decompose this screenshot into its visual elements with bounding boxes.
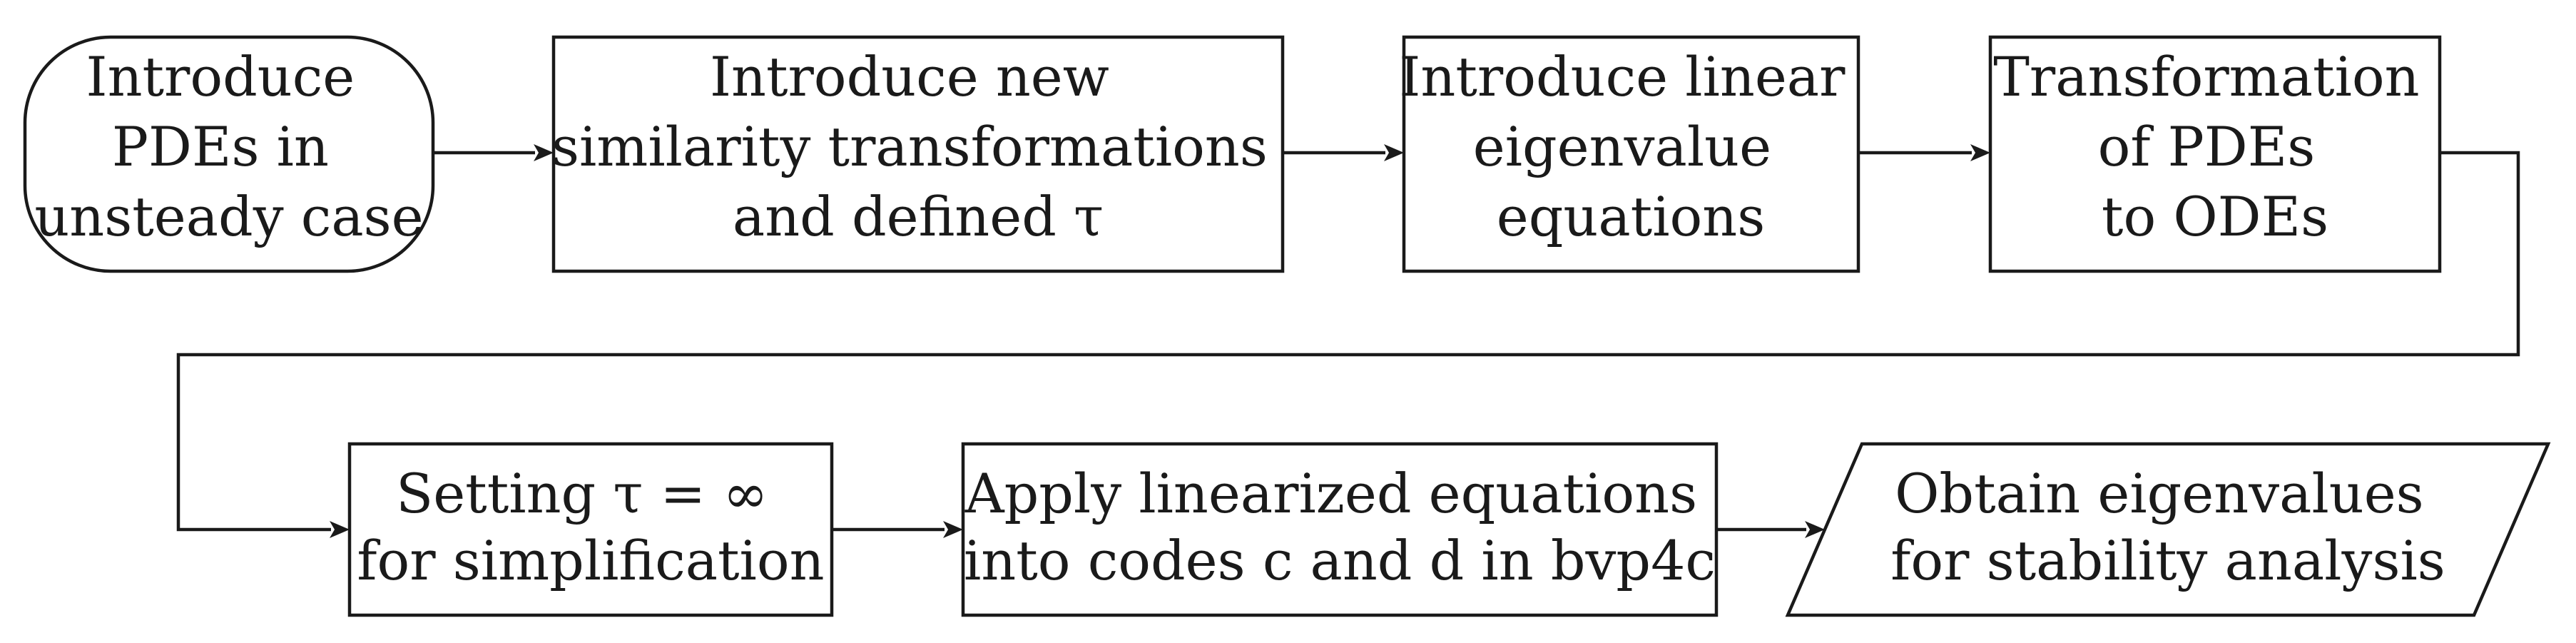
connector-apply-to-obtain [1716,521,1825,538]
svg-text:Transformation of PDEs: Transformation of PDEs to ODEs [1993,45,2437,248]
eigen-line-1: Introduce linear [1399,45,1846,108]
svg-text:Introduce linear eigenva: Introduce linear eigenvalue equations [1399,45,1862,248]
arrowhead-icon [943,521,963,538]
node-setting-tau: Setting τ = ∞ for simplification [347,442,834,617]
obtain-line-2: for stability analysis [1890,529,2445,592]
eigen-line-3: equations [1497,185,1765,248]
connector-similarity-to-eigen [1283,144,1404,161]
node-transformation: Transformation of PDEs to ODEs [1988,35,2442,273]
arrowhead-icon [534,144,554,161]
node-obtain-eigenvalues: Obtain eigenvalues for stability analysi… [1785,442,2551,617]
node-introduce-pdes: Introduce PDEs in unsteady case [23,35,435,273]
setting-line-2: for simplification [357,529,824,592]
start-line-2: PDEs in [112,115,329,178]
connector-transform-to-setting [176,151,2520,538]
apply-box [961,442,1719,617]
svg-text:Obtain eigenvalues for s: Obtain eigenvalues for stability analysi… [1890,462,2445,592]
start-line-1: Introduce [86,45,355,108]
apply-line-1: Apply linearized equations [964,462,1697,525]
apply-line-2: into codes c and d in bvp4c [964,529,1716,592]
eigen-line-2: eigenvalue [1473,115,1771,178]
similarity-line-3: and defined τ [733,185,1104,248]
transform-line-3: to ODEs [2102,185,2328,248]
obtain-line-1: Obtain eigenvalues [1895,462,2424,525]
setting-box [347,442,834,617]
similarity-line-2: similarity transformations [551,115,1268,178]
svg-text:Introduce PDEs in: Introduce PDEs in unsteady case [34,45,423,248]
node-apply-linearized: Apply linearized equations into codes c … [961,442,1719,617]
connector-setting-to-apply [832,521,963,538]
start-line-3: unsteady case [34,185,423,248]
similarity-box [551,35,1285,273]
arrowhead-icon [1805,521,1825,538]
setting-line-1: Setting τ = ∞ [396,462,768,525]
svg-text:Apply linearized equations: Apply linearized equations into codes c … [964,462,1716,592]
arrowhead-icon [1970,144,1990,161]
obtain-parallelogram [1785,442,2551,617]
svg-text:Setting τ = ∞ for simpli: Setting τ = ∞ for simplification [357,462,824,592]
transform-line-2: of PDEs [2098,115,2316,178]
transform-line-1: Transformation [1993,45,2419,108]
svg-text:Introduce new similarity: Introduce new similarity transformations… [551,45,1285,248]
transform-box [1988,35,2442,273]
node-linear-eigenvalue: Introduce linear eigenvalue equations [1399,35,1862,273]
connector-start-to-similarity [433,144,554,161]
arrowhead-icon [1384,144,1404,161]
similarity-line-1: Introduce new [710,45,1109,108]
arrowhead-icon [330,521,350,538]
connector-eigen-to-transform [1858,144,1990,161]
node-similarity-transformations: Introduce new similarity transformations… [551,35,1285,273]
